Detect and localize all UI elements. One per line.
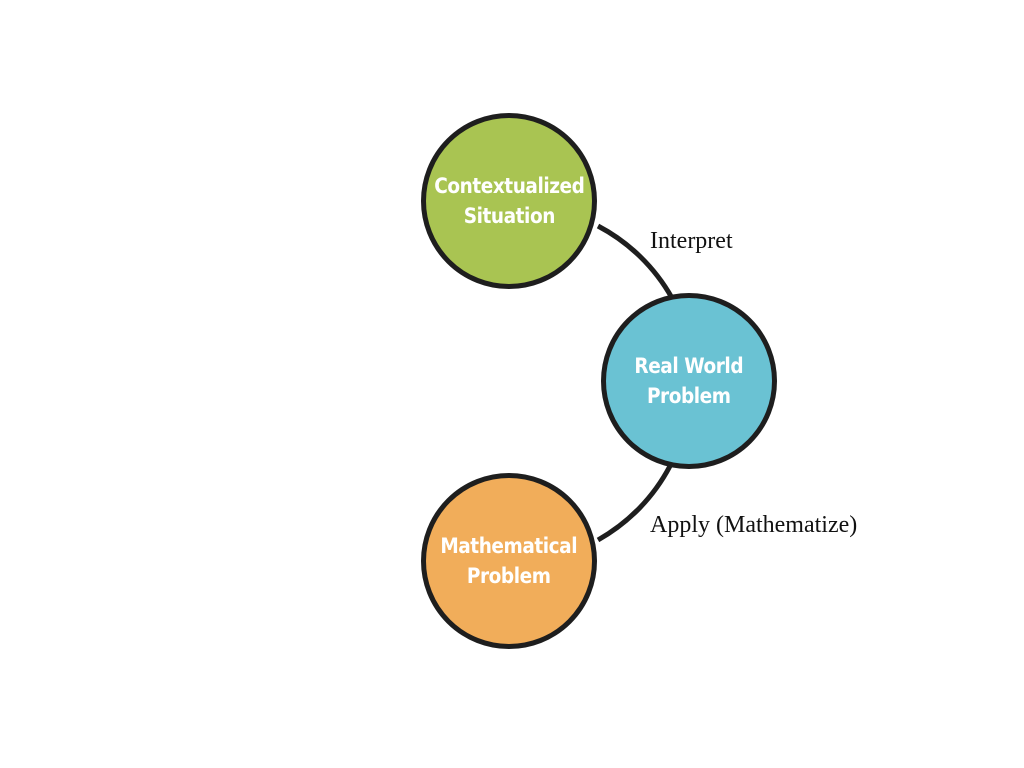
node-contextualized-line2: Situation [463, 204, 555, 228]
edge-label-apply: Apply (Mathematize) [650, 512, 858, 538]
node-contextualized-line1: Contextualized [433, 174, 585, 198]
connector-interpret [596, 223, 675, 300]
node-mathematical-problem: Mathematical Problem [421, 473, 597, 649]
node-mathematical-line2: Problem [467, 564, 551, 588]
node-real-world-problem: Real World Problem [601, 293, 777, 469]
node-real-world-line2: Problem [647, 384, 731, 408]
node-real-world-line1: Real World [634, 354, 744, 378]
connector-apply [596, 464, 673, 543]
node-contextualized-situation: Contextualized Situation [421, 113, 597, 289]
node-mathematical-line1: Mathematical [440, 534, 578, 558]
edge-label-interpret: Interpret [650, 228, 733, 254]
